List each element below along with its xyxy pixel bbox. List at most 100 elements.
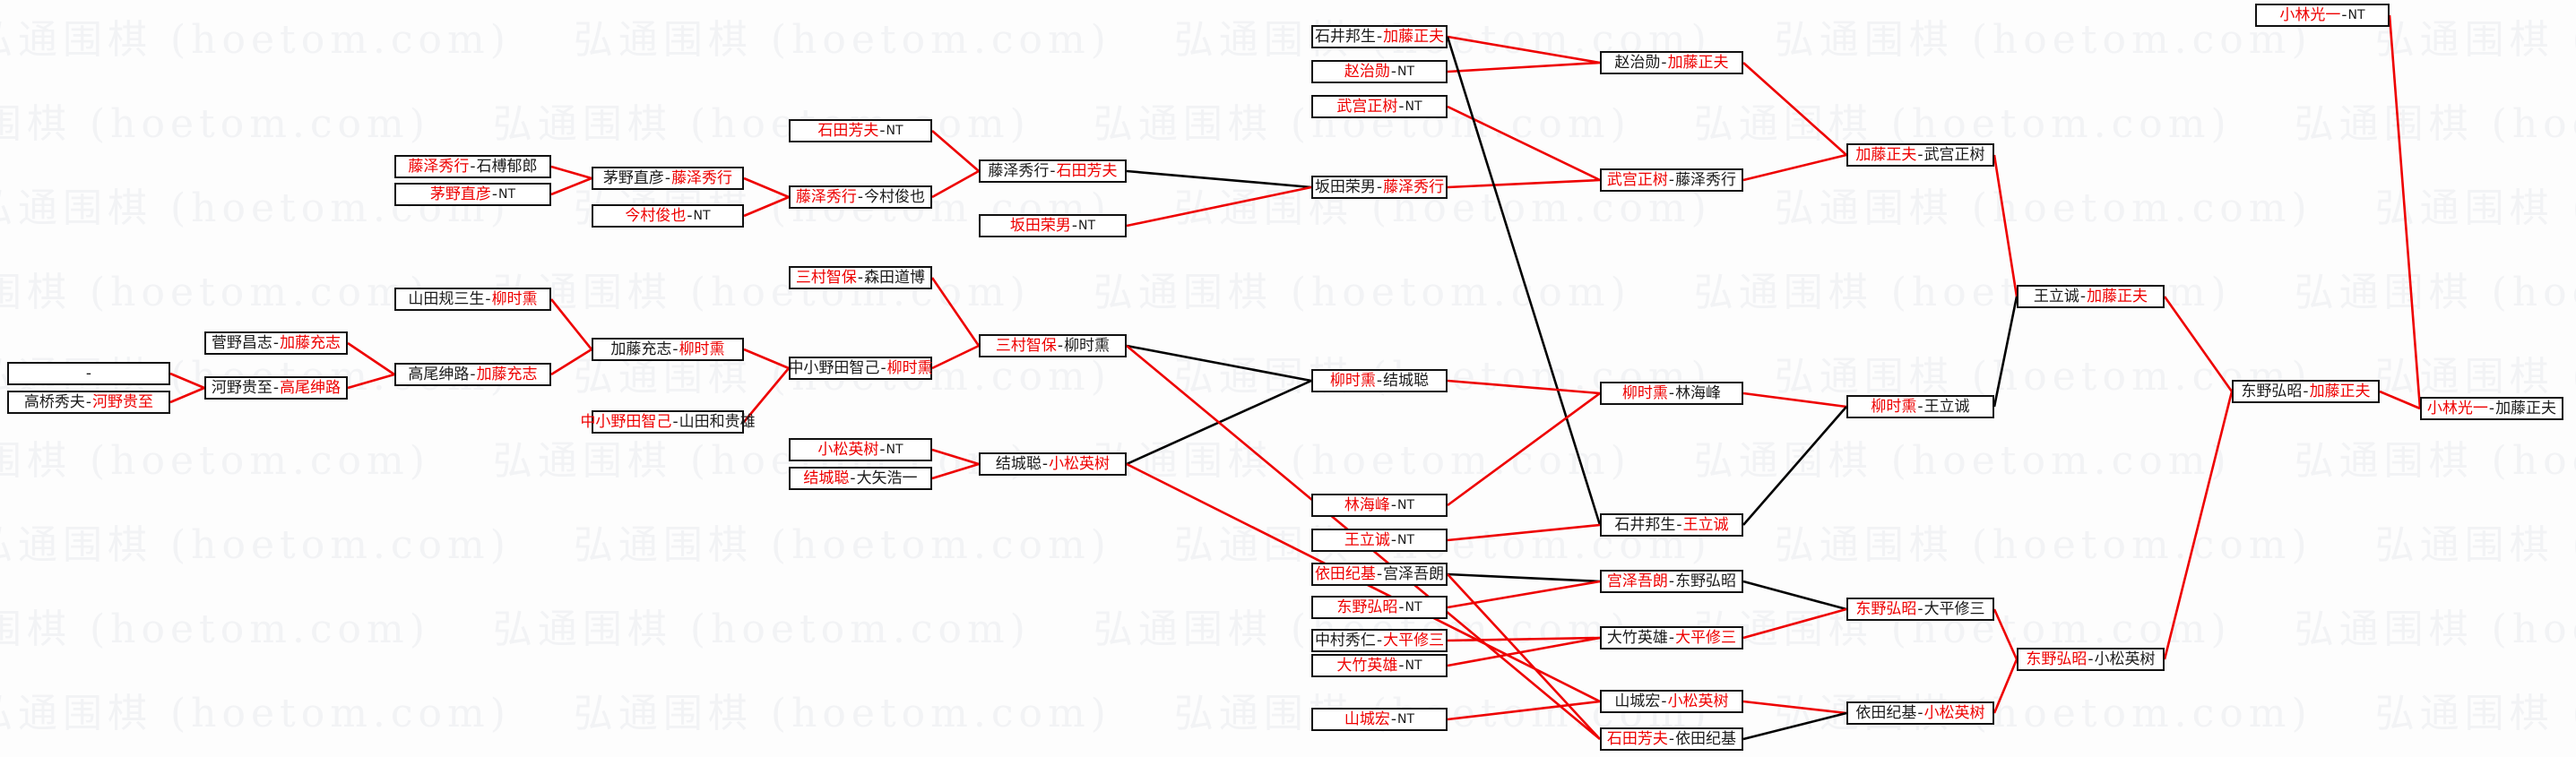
match-box[interactable]: 茅野直彦-藤泽秀行 — [592, 167, 744, 190]
player-separator: - — [2303, 382, 2309, 400]
player-separator: - — [85, 364, 92, 383]
match-box[interactable]: 东野弘昭-大平修三 — [1846, 598, 1994, 621]
player-loser: 结城聪 — [1383, 371, 1430, 390]
match-box[interactable]: 加藤正夫-武宫正树 — [1846, 143, 1994, 167]
match-box[interactable]: 东野弘昭-加藤正夫 — [2232, 380, 2380, 403]
match-box[interactable]: 藤泽秀行-今村俊也 — [789, 185, 932, 209]
player-loser: 大竹英雄 — [1606, 628, 1668, 647]
player-loser: 小松英树 — [2094, 649, 2156, 668]
player-separator: - — [491, 185, 498, 203]
player-loser: 大矢浩一 — [856, 469, 918, 487]
match-box[interactable]: 加藤充志-柳时熏 — [592, 338, 744, 361]
match-box[interactable]: 藤泽秀行-石榑郁郎 — [394, 155, 551, 178]
player-winner: 加藤充志 — [280, 333, 341, 352]
player-winner: 依田纪基 — [1314, 564, 1376, 583]
match-box[interactable]: 宫泽吾朗-东野弘昭 — [1600, 570, 1743, 593]
match-box[interactable]: 赵治勋-NT — [1311, 60, 1448, 83]
player-loser: 石榑郁郎 — [476, 157, 538, 176]
match-box[interactable]: 小林光一-加藤正夫 — [2420, 397, 2563, 420]
player-winner: 三村智保 — [995, 336, 1057, 355]
match-box[interactable]: 中村秀仁-大平修三 — [1311, 629, 1448, 652]
match-box[interactable]: 柳时熏-结城聪 — [1311, 369, 1448, 392]
match-box[interactable]: 武宫正树-NT — [1311, 95, 1448, 118]
player-separator: - — [1398, 598, 1405, 616]
match-box[interactable]: 柳时熏-王立诚 — [1846, 395, 1994, 418]
player-winner: 加藤正夫 — [2087, 287, 2148, 305]
player-winner: 茅野直彦 — [429, 185, 491, 203]
player-loser: NT — [1405, 99, 1422, 114]
match-box[interactable]: 高桥秀夫-河野贵至 — [7, 391, 170, 414]
player-loser: 石井邦生 — [1314, 27, 1376, 46]
player-winner: 加藤正夫 — [1855, 145, 1917, 164]
player-loser: 加藤充志 — [610, 340, 672, 358]
match-box[interactable]: 石田芳夫-NT — [789, 119, 932, 142]
match-box[interactable]: 菅野昌志-加藤充志 — [204, 331, 348, 355]
player-separator: - — [1398, 656, 1405, 675]
player-winner: 高尾绅路 — [280, 378, 341, 397]
player-winner: 坂田荣男 — [1009, 216, 1071, 235]
player-loser: 结城聪 — [995, 454, 1042, 473]
player-separator: - — [470, 365, 476, 383]
player-separator: - — [664, 168, 671, 187]
match-box[interactable]: 依田纪基-小松英树 — [1846, 701, 1994, 725]
player-loser: NT — [1405, 600, 1422, 615]
player-separator: - — [1668, 628, 1675, 647]
player-loser: 柳时熏 — [1064, 336, 1111, 355]
match-box[interactable]: - — [7, 362, 170, 385]
match-box[interactable]: 藤泽秀行-石田芳夫 — [979, 159, 1127, 183]
match-box[interactable]: 石田芳夫-依田纪基 — [1600, 727, 1743, 751]
match-box[interactable]: 武宫正树-藤泽秀行 — [1600, 168, 1743, 192]
player-separator: - — [1668, 729, 1675, 748]
match-box[interactable]: 三村智保-柳时熏 — [979, 334, 1127, 357]
player-winner: 小松英树 — [1923, 703, 1985, 722]
match-box[interactable]: 三村智保-森田道博 — [789, 266, 932, 289]
match-box[interactable]: 今村俊也-NT — [592, 204, 744, 228]
match-box[interactable]: 茅野直彦-NT — [394, 183, 551, 206]
match-box[interactable]: 结城聪-小松英树 — [979, 452, 1127, 476]
match-box[interactable]: 大竹英雄-大平修三 — [1600, 626, 1743, 649]
player-separator: - — [672, 340, 679, 358]
player-loser: NT — [1397, 712, 1415, 727]
match-box[interactable]: 小松英树-NT — [789, 438, 932, 461]
match-box[interactable]: 石井邦生-王立诚 — [1600, 513, 1743, 537]
match-box[interactable]: 东野弘昭-小松英树 — [2017, 648, 2165, 671]
player-winner: 藤泽秀行 — [671, 168, 733, 187]
match-box[interactable]: 赵治勋-加藤正夫 — [1600, 51, 1743, 74]
match-box[interactable]: 东野弘昭-NT — [1311, 596, 1448, 619]
player-loser: 加藤正夫 — [2495, 399, 2557, 417]
match-box[interactable]: 林海峰-NT — [1311, 494, 1448, 517]
player-winner: 小松英树 — [1667, 692, 1729, 710]
player-loser: NT — [1397, 65, 1415, 79]
player-separator: - — [1676, 515, 1682, 534]
player-separator: - — [879, 440, 886, 459]
player-loser: NT — [1397, 533, 1415, 547]
match-box[interactable]: 山城宏-NT — [1311, 708, 1448, 731]
match-box[interactable]: 坂田荣男-藤泽秀行 — [1311, 176, 1448, 199]
match-box[interactable]: 中小野田智己-山田和贵雄 — [580, 410, 756, 434]
player-separator: - — [1071, 216, 1078, 235]
match-box[interactable]: 山城宏-小松英树 — [1600, 690, 1743, 713]
match-box[interactable]: 依田纪基-宫泽吾朗 — [1311, 563, 1448, 586]
player-separator: - — [1376, 631, 1383, 649]
player-loser: 中村秀仁 — [1314, 631, 1376, 649]
player-separator: - — [1050, 161, 1056, 180]
player-winner: 今村俊也 — [625, 206, 687, 225]
match-box[interactable]: 山田规三生-柳时熏 — [394, 288, 551, 311]
match-box[interactable]: 中小野田智己-柳时熏 — [788, 357, 933, 380]
match-box[interactable]: 大竹英雄-NT — [1311, 654, 1448, 677]
match-box[interactable]: 石井邦生-加藤正夫 — [1311, 25, 1448, 48]
player-winner: 小松英树 — [1049, 454, 1111, 473]
player-separator: - — [2488, 399, 2495, 417]
match-box[interactable]: 结城聪-大矢浩一 — [789, 467, 932, 490]
match-box[interactable]: 坂田荣男-NT — [979, 214, 1127, 237]
match-box[interactable]: 高尾绅路-加藤充志 — [394, 363, 551, 386]
match-box[interactable]: 王立诚-NT — [1311, 529, 1448, 552]
player-loser: 东野弘昭 — [1675, 572, 1737, 590]
player-separator: - — [672, 412, 679, 431]
match-box[interactable]: 小林光一-NT — [2255, 4, 2390, 27]
match-box[interactable]: 王立诚-加藤正夫 — [2017, 285, 2165, 308]
match-box[interactable]: 柳时熏-林海峰 — [1600, 382, 1743, 405]
match-box[interactable]: 河野贵至-高尾绅路 — [204, 376, 348, 400]
